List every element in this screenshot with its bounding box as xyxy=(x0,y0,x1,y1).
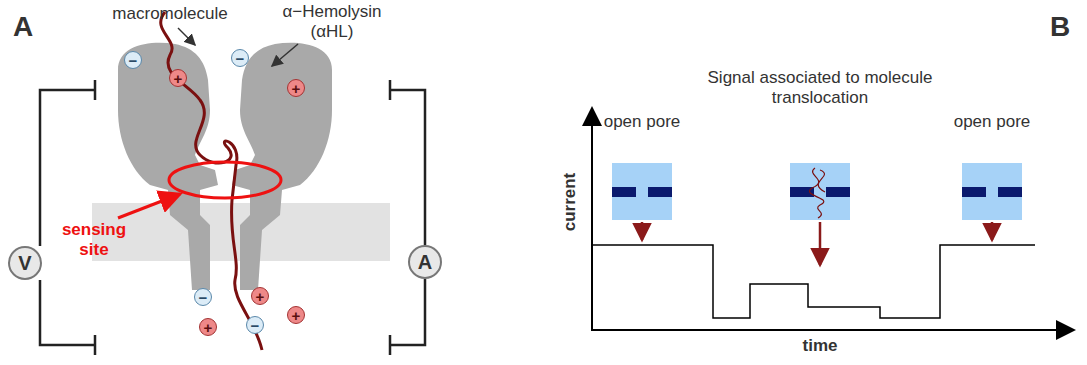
leader-line xyxy=(118,194,180,218)
ion-sign: + xyxy=(204,320,213,335)
ion-sign: − xyxy=(129,53,138,68)
ion-symbol: − xyxy=(124,51,142,69)
ion-sign: V xyxy=(18,253,31,273)
ion-symbol: + xyxy=(287,306,305,324)
axis-label: time xyxy=(780,336,860,356)
ion-sign: A xyxy=(418,252,432,272)
ion-sign: + xyxy=(174,71,183,86)
part-label: α−Hemolysin (αHL) xyxy=(262,2,402,42)
ion-symbol: − xyxy=(231,49,249,67)
axis-label: current xyxy=(560,162,580,242)
ion-symbol: − xyxy=(194,288,212,306)
state-label: open pore xyxy=(600,112,684,132)
ion-sign: − xyxy=(251,318,260,333)
ion-symbol: + xyxy=(169,69,187,87)
part-label: macromolecule xyxy=(95,4,245,24)
meter-symbol: A xyxy=(408,245,442,279)
panel-letter: B xyxy=(1040,12,1080,42)
leader-line xyxy=(178,28,195,45)
pore-inset xyxy=(612,163,1022,220)
current-trace xyxy=(592,245,1035,318)
ion-sign: − xyxy=(236,51,245,66)
part-label: sensing site xyxy=(58,220,130,260)
state-label: Signal associated to molecule translocat… xyxy=(700,68,940,108)
ion-sign: + xyxy=(292,81,301,96)
ion-symbol: + xyxy=(251,287,269,305)
ion-symbol: + xyxy=(199,318,217,336)
circuit-wire xyxy=(40,80,425,355)
ion-symbol: + xyxy=(287,79,305,97)
ion-sign: − xyxy=(199,290,208,305)
meter-symbol: V xyxy=(8,246,42,280)
alpha-hemolysin-pore xyxy=(118,43,332,290)
ion-symbol: − xyxy=(246,316,264,334)
macromolecule-strand xyxy=(161,12,262,350)
pointer-arrow xyxy=(642,222,992,265)
leader-line xyxy=(272,44,298,66)
ion-sign: + xyxy=(292,308,301,323)
panel-letter: A xyxy=(8,12,38,42)
state-label: open pore xyxy=(950,112,1034,132)
ion-sign: + xyxy=(256,289,265,304)
sensing-ring xyxy=(169,162,281,198)
plot-axes xyxy=(591,108,1074,331)
